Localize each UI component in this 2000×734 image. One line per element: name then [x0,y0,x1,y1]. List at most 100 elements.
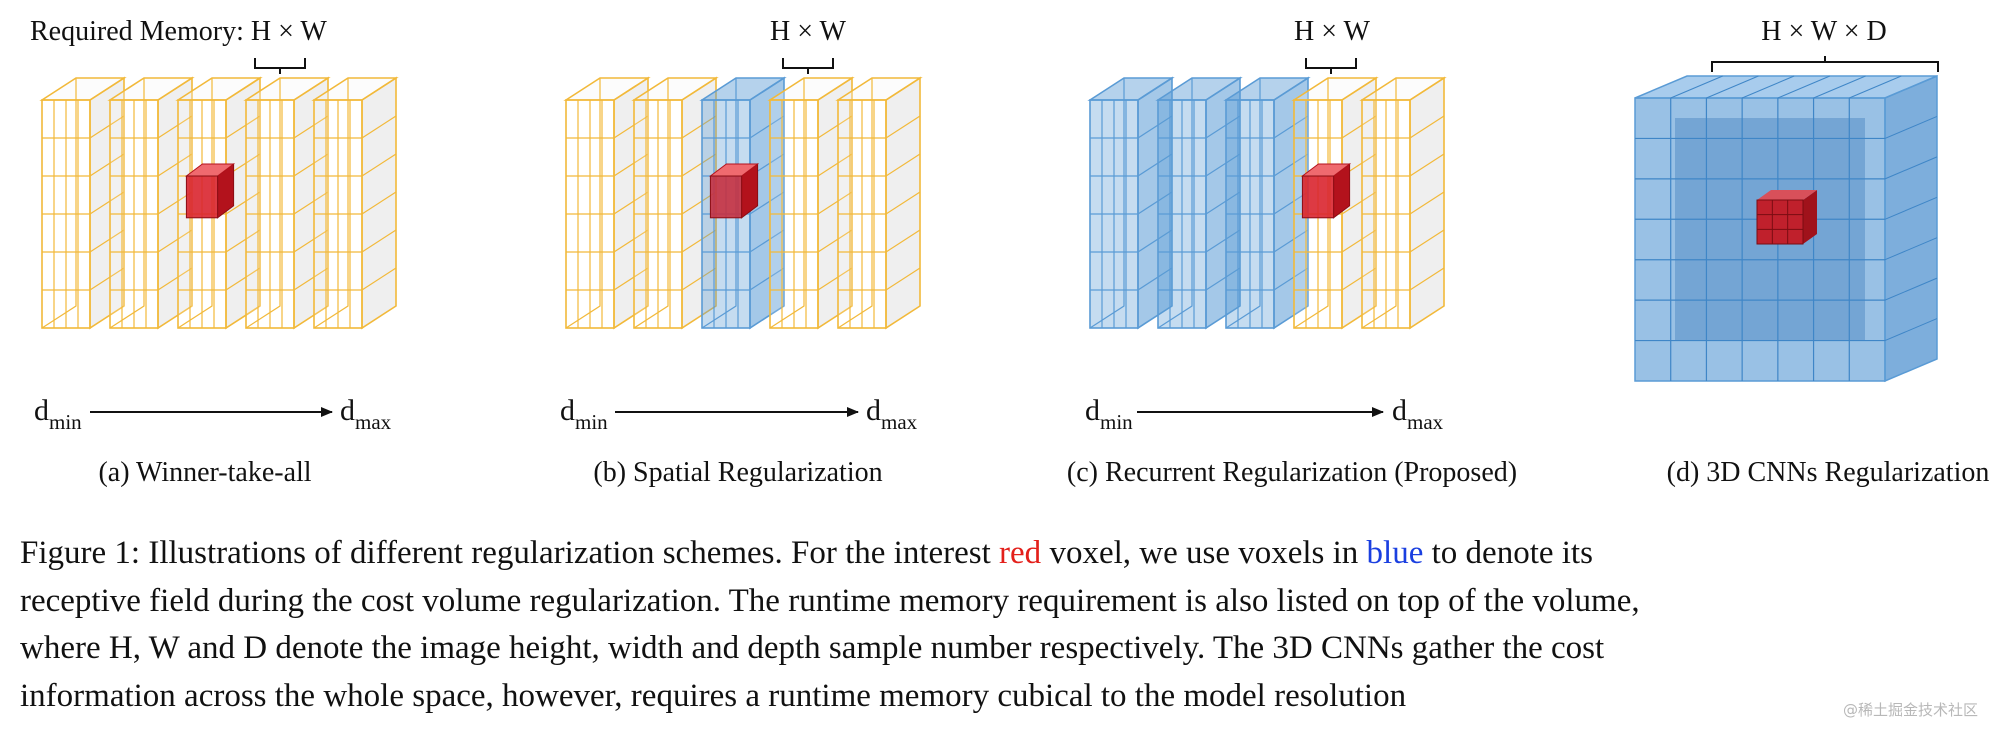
grid-line [749,229,785,253]
grid-line [1884,115,1938,139]
grid-line [885,115,921,139]
caption-red-word: red [999,535,1042,571]
depth-slice [835,76,923,330]
memory-label-b: H × W [770,16,847,47]
slice-back-edge [1361,78,1397,329]
slice-back-edge [633,78,669,329]
slice-back-edge [1157,78,1193,329]
grid-line [1205,267,1241,291]
cube-side-face [1884,74,1938,383]
grid-line [157,229,193,253]
grid-line [225,267,261,291]
d-min-label-a: dmin [34,394,82,434]
grid-line [157,267,193,291]
caption-line: receptive field during the cost volume r… [20,578,1980,626]
grid-line [1341,191,1377,215]
slice-back-edge [701,78,737,329]
d-min-label-c: dmin [1085,394,1133,434]
grid-line [817,267,853,291]
grid-line [361,153,397,177]
grid-line [1205,115,1241,139]
panel-b: H × W dmin dmax (b) Spatial Regularizati… [560,16,923,488]
grid-line [1273,229,1309,253]
caption-blue-word: blue [1366,535,1424,571]
grid-line [1777,75,1831,99]
grid-line [1205,153,1241,177]
grid-line [681,267,717,291]
depth-slice [1291,76,1379,330]
grid-line [1205,191,1241,215]
caption-text: receptive field during the cost volume r… [20,582,1640,619]
grid-line [293,153,329,177]
grid-line [1205,229,1241,253]
grid-line [885,229,921,253]
grid-line [361,191,397,215]
cost-volume-a [39,76,399,330]
slice-back-edge [769,78,805,329]
depth-slice [767,76,855,330]
grid-line [1137,153,1173,177]
depth-slice [1087,76,1175,330]
depth-axis-c: dmin dmax [1085,394,1444,434]
caption-line: information across the whole space, howe… [20,673,1980,721]
slice-back-edge [1225,78,1261,329]
grid-line [293,267,329,291]
grid-line [613,115,649,139]
caption-text: voxel, we use voxels in [1041,535,1367,571]
interest-voxel [1300,163,1352,219]
cost-volume-b [563,76,923,330]
grid-line [1409,229,1445,253]
grid-line [293,191,329,215]
depth-slice [631,76,719,330]
grid-line [1849,75,1902,99]
grid-line [749,115,785,139]
depth-slice [107,76,195,330]
panel-caption-c: (c) Recurrent Regularization (Proposed) [1067,457,1517,488]
depth-slice [311,76,399,330]
grid-line [1409,153,1445,177]
grid-line [613,191,649,215]
grid-line [1409,191,1445,215]
grid-line [681,115,717,139]
memory-label-d: H × W × D [1761,16,1886,47]
cost-volume-c [1087,76,1447,330]
grid-line [749,191,785,215]
panel-caption-d: (d) 3D CNNs Regularization [1667,457,1990,488]
interest-voxel [184,163,236,219]
grid-line [885,191,921,215]
depth-slice [563,76,651,330]
grid-line [361,115,397,139]
grid-line [1273,153,1309,177]
depth-slice [1359,76,1447,330]
grid-line [613,267,649,291]
figure-caption: Figure 1: Illustrations of different reg… [20,530,1980,720]
grid-line [1341,267,1377,291]
memory-bracket-c: H × W [1294,16,1371,74]
grid-line [1884,196,1938,220]
slice-back-edge [1089,78,1125,329]
grid-line [293,115,329,139]
watermark: @稀土掘金技术社区 [1842,701,1978,719]
grid-line [817,115,853,139]
figure-1: Required Memory: H × W dmin dmax (a) Win… [30,16,1990,488]
grid-line [1741,75,1795,99]
panel-a: Required Memory: H × W dmin dmax (a) Win… [30,16,399,488]
grid-line [1273,267,1309,291]
caption-line: Figure 1: Illustrations of different reg… [20,530,1980,578]
grid-line [681,153,717,177]
grid-line [89,153,125,177]
grid-line [817,191,853,215]
grid-line [1884,237,1938,261]
cost-volume-d [1634,74,1938,383]
memory-bracket-b: H × W [770,16,847,74]
grid-line [1137,229,1173,253]
memory-bracket-a: Required Memory: H × W [30,16,327,74]
grid-line [1884,277,1938,301]
grid-line [89,191,125,215]
grid-line [1884,318,1938,342]
caption-text: Figure 1: Illustrations of different reg… [20,535,1000,571]
grid-line [613,153,649,177]
slice-back-edge [41,78,77,329]
grid-line [885,267,921,291]
panel-d: H × W × D (d) 3D CNNs Regularization [1634,16,1990,488]
